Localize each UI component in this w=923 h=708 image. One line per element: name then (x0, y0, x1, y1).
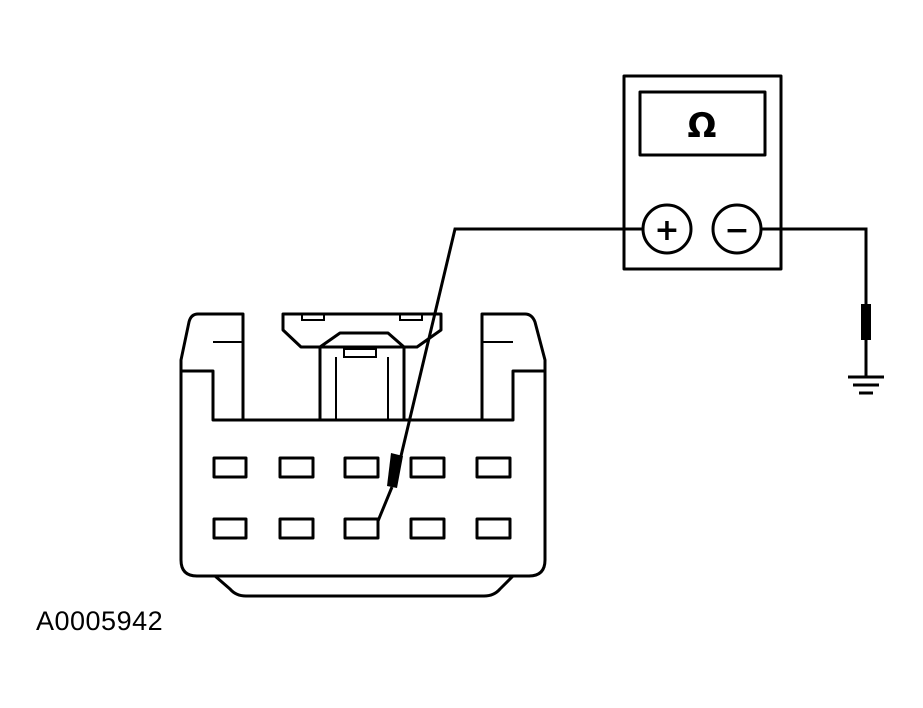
pin-2-4 (409, 517, 446, 540)
multimeter-body (622, 74, 783, 271)
connector (179, 312, 547, 598)
pin-row-2 (212, 517, 512, 540)
positive-probe-body (387, 453, 403, 488)
positive-lead-wire (399, 227, 643, 457)
pin-1-3 (343, 456, 380, 479)
positive-terminal-label: + (654, 213, 679, 248)
connector-right-ledge (480, 369, 547, 422)
negative-lead-wire (761, 227, 868, 305)
multimeter: Ω + − (622, 74, 783, 271)
negative-probe-body (861, 304, 871, 340)
connector-latch (281, 312, 443, 422)
ohm-symbol: Ω (688, 106, 717, 146)
positive-test-lead (376, 227, 643, 522)
positive-terminal: + (641, 203, 693, 255)
pin-1-1 (212, 456, 248, 479)
pin-row-1 (212, 456, 512, 479)
ground-icon (848, 375, 884, 395)
positive-probe-tip (376, 486, 394, 522)
negative-test-lead (761, 227, 871, 376)
connector-housing (179, 312, 547, 598)
pin-1-2 (278, 456, 315, 479)
pin-2-2 (278, 517, 315, 540)
pin-1-5 (475, 456, 512, 479)
connector-left-ledge (179, 369, 245, 422)
negative-terminal: − (711, 203, 763, 255)
pin-1-4 (409, 456, 446, 479)
figure-id-label: A0005942 (36, 606, 164, 636)
multimeter-display (638, 90, 767, 157)
pin-2-1 (212, 517, 248, 540)
pin-2-5 (475, 517, 512, 540)
pin-2-3-probed (343, 517, 380, 540)
negative-terminal-label: − (724, 213, 749, 248)
